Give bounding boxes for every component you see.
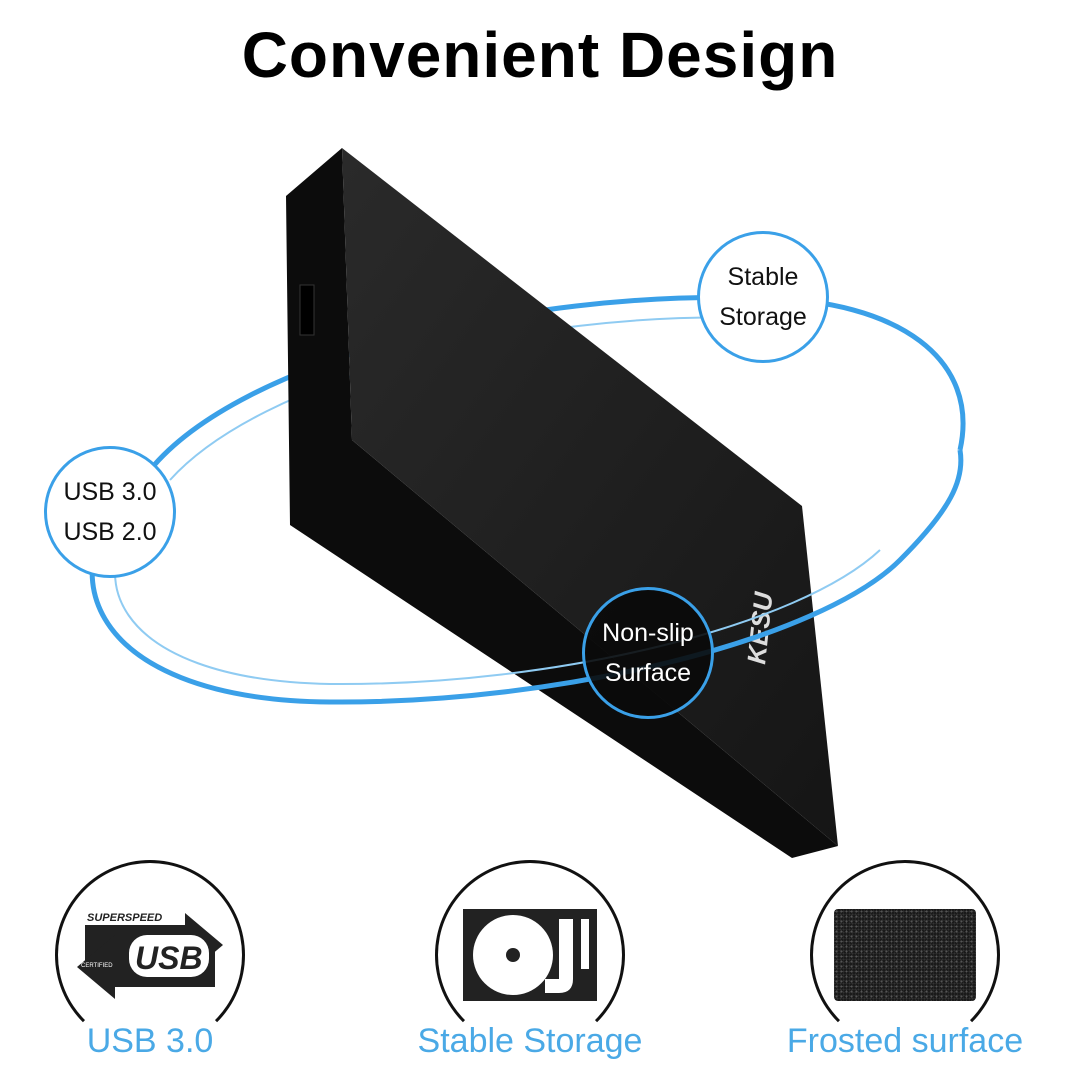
feature-frosted: Frosted surface: [785, 860, 1025, 1061]
page-title: Convenient Design: [241, 19, 839, 91]
callout-usb-versions: USB 3.0 USB 2.0: [44, 446, 176, 578]
feature-label: USB 3.0: [86, 1022, 214, 1060]
callout-text: Storage: [719, 303, 807, 331]
drive-side: [286, 148, 838, 858]
feature-label: Frosted surface: [786, 1022, 1024, 1060]
feature-label: Stable Storage: [417, 1022, 643, 1060]
svg-text:SUPERSPEED: SUPERSPEED: [87, 912, 162, 924]
callout-text: Non-slip: [602, 619, 694, 647]
svg-text:CERTIFIED: CERTIFIED: [81, 963, 113, 969]
feature-usb: SUPERSPEED CERTIFIED USB USB 3.0: [30, 860, 270, 1061]
drive-face: [342, 148, 838, 846]
hard-disk-icon: [463, 909, 597, 1001]
callout-non-slip: Non-slip Surface: [582, 587, 714, 719]
callout-stable-storage: Stable Storage: [697, 231, 829, 363]
callout-text: USB 2.0: [63, 518, 157, 546]
usb-port: [299, 284, 315, 336]
callout-text: USB 3.0: [63, 478, 157, 506]
feature-storage: Stable Storage: [410, 860, 650, 1061]
callout-text: Surface: [604, 659, 692, 687]
svg-text:USB: USB: [135, 940, 203, 976]
frosted-texture-icon: [834, 909, 976, 1001]
superspeed-usb-icon: SUPERSPEED CERTIFIED USB: [77, 912, 223, 999]
callout-text: Stable: [727, 263, 799, 291]
